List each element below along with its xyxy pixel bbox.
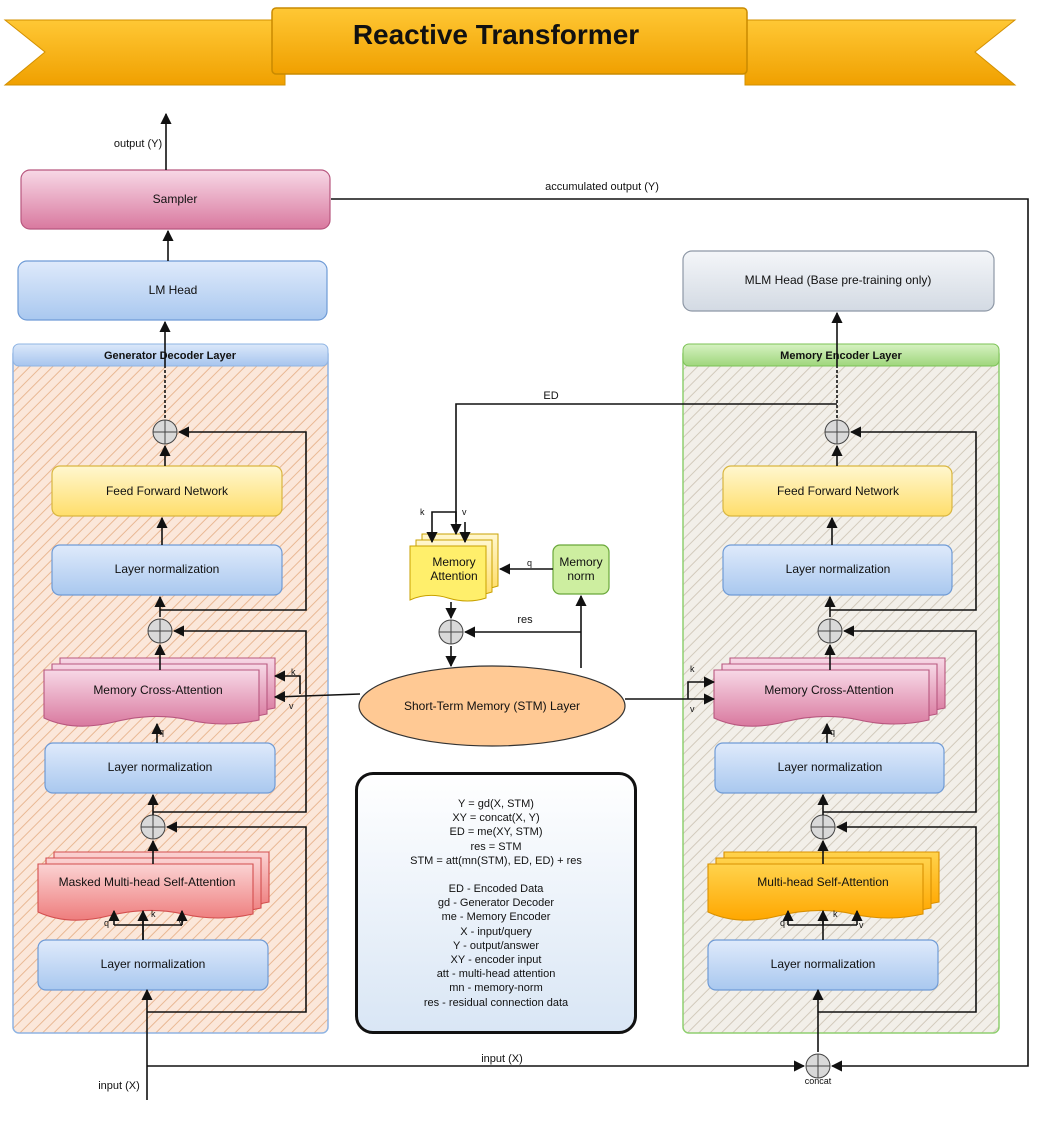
svg-text:Memory Cross-Attention: Memory Cross-Attention [764,683,893,697]
svg-text:LM Head: LM Head [149,283,198,297]
encoder-panel-title: Memory Encoder Layer [780,350,902,362]
concat-label: concat [805,1076,832,1086]
legend-equation: ED = me(XY, STM) [449,826,543,839]
svg-text:v: v [859,920,864,930]
legend-definition: X - input/query [460,925,532,938]
svg-text:Feed Forward Network: Feed Forward Network [777,484,900,498]
formula-legend: Y = gd(X, STM) XY = concat(X, Y) ED = me… [355,772,637,1034]
svg-text:norm: norm [567,569,594,583]
svg-text:Memory: Memory [432,555,475,569]
encoder-norm-mid-box: Layer normalization [714,742,945,794]
legend-definition: me - Memory Encoder [441,911,551,924]
accumulated-output-label: accumulated output (Y) [545,181,659,193]
svg-text:k: k [291,667,296,677]
legend-equation: Y = gd(X, STM) [458,798,534,810]
encoder-self-attention-box: Multi-head Self-Attention [707,851,940,921]
legend-definition: att - multi-head attention [436,968,556,981]
svg-text:Multi-head Self-Attention: Multi-head Self-Attention [757,875,888,889]
svg-text:k: k [420,507,425,517]
svg-text:q: q [159,727,164,737]
svg-text:q: q [780,918,785,928]
encoder-cross-attention-box: Memory Cross-Attention [713,657,946,727]
generator-ffn-box: Feed Forward Network [51,465,283,517]
legend-equation: XY = concat(X, Y) [452,812,540,825]
legend-definition: gd - Generator Decoder [437,897,555,910]
svg-text:Short-Term Memory (STM) Layer: Short-Term Memory (STM) Layer [404,699,580,713]
svg-text:Sampler: Sampler [153,192,198,206]
generator-panel-title: Generator Decoder Layer [104,350,237,362]
svg-text:Layer normalization: Layer normalization [101,957,206,971]
encoder-norm-bottom-box: Layer normalization [707,939,939,991]
add-node-icon [140,419,850,1079]
svg-text:Layer normalization: Layer normalization [771,957,876,971]
svg-text:v: v [289,701,294,711]
svg-text:v: v [690,704,695,714]
svg-text:Layer normalization: Layer normalization [778,760,883,774]
stm-ellipse: Short-Term Memory (STM) Layer [358,665,626,747]
memory-norm-box: Memory norm [552,544,610,595]
lm-head-box: LM Head [17,260,328,321]
legend-equation: STM = att(mn(STM), ED, ED) + res [410,854,582,867]
edge-labels: output (Y) accumulated output (Y) input … [98,138,864,1092]
generator-norm-mid-box: Layer normalization [44,742,276,794]
encoder-ffn-box: Feed Forward Network [722,465,953,517]
input-label: input (X) [98,1080,140,1092]
svg-text:Attention: Attention [430,569,477,583]
svg-text:v: v [462,507,467,517]
res-label: res [517,614,533,626]
svg-text:v: v [179,918,184,928]
svg-text:Memory: Memory [559,555,602,569]
legend-definition: XY - encoder input [450,954,542,967]
generator-cross-attention-box: Memory Cross-Attention [43,657,276,727]
svg-text:q: q [527,558,532,568]
legend-equation: res = STM [470,840,522,853]
svg-text:k: k [833,909,838,919]
sampler-box: Sampler [20,169,331,230]
svg-text:k: k [690,664,695,674]
encoder-norm-top-box: Layer normalization [722,544,953,596]
svg-text:Layer normalization: Layer normalization [786,562,891,576]
svg-text:Masked Multi-head Self-Attenti: Masked Multi-head Self-Attention [59,875,236,889]
legend-definition: res - residual connection data [423,996,569,1009]
page-title: Reactive Transformer [353,19,639,50]
svg-text:k: k [151,909,156,919]
connectors [108,112,1029,1100]
legend-definition: ED - Encoded Data [448,883,544,896]
generator-norm-top-box: Layer normalization [51,544,283,596]
ed-label: ED [543,390,558,402]
title-banner: Reactive Transformer [3,7,1017,86]
legend-spacer [358,868,634,882]
svg-text:Layer normalization: Layer normalization [115,562,220,576]
legend-definition: Y - output/answer [452,939,539,952]
memory-attention-box: Memory Attention [409,533,499,602]
svg-text:MLM Head (Base pre-training on: MLM Head (Base pre-training only) [745,273,932,287]
svg-text:q: q [104,918,109,928]
svg-text:Feed Forward Network: Feed Forward Network [106,484,229,498]
svg-text:Memory Cross-Attention: Memory Cross-Attention [93,683,222,697]
generator-self-attention-box: Masked Multi-head Self-Attention [37,851,270,921]
mlm-head-box: MLM Head (Base pre-training only) [682,250,995,312]
input-loop-label: input (X) [481,1053,523,1065]
output-label: output (Y) [114,138,162,150]
generator-norm-bottom-box: Layer normalization [37,939,269,991]
legend-definition: mn - memory-norm [449,982,543,995]
svg-text:Layer normalization: Layer normalization [108,760,213,774]
svg-text:q: q [830,727,835,737]
